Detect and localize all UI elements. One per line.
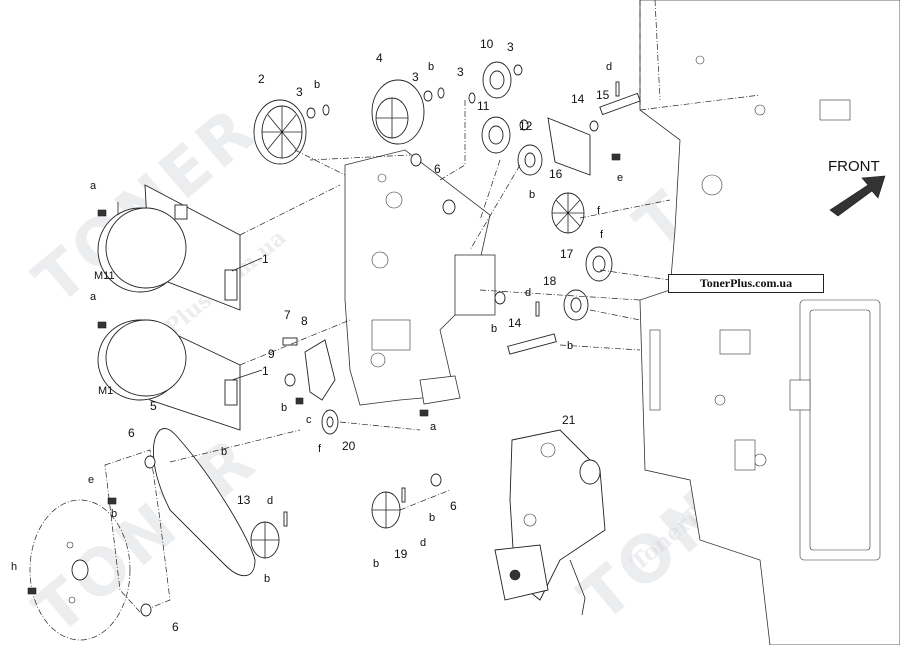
gear-10 (482, 61, 512, 99)
gear-20 (321, 409, 339, 435)
callout-11: 11 (477, 99, 490, 113)
callout-13: 13 (237, 493, 251, 507)
callout-3: 3 (457, 65, 464, 79)
belt-5 (152, 428, 256, 577)
center-frame (344, 149, 496, 406)
letter-e: e (88, 474, 94, 486)
letter-a: a (430, 421, 437, 433)
letter-b: b (491, 323, 497, 335)
callout-16: 16 (549, 167, 563, 181)
callout-14: 14 (571, 92, 585, 106)
letter-b: b (567, 340, 573, 352)
letter-d: d (606, 61, 612, 73)
gear-18 (563, 289, 589, 321)
callout-15: 15 (596, 88, 610, 102)
right-side-frame (639, 0, 900, 645)
letter-d: d (267, 495, 273, 507)
letter-a: a (90, 180, 97, 192)
callout-7: 7 (284, 308, 291, 322)
fastener-letter-labels: a a a b b b b b b b b b b b c d d d d e … (11, 61, 623, 585)
flywheel-disk (29, 499, 131, 641)
spring-7 (282, 337, 298, 346)
callout-3: 3 (296, 85, 303, 99)
callout-12: 12 (519, 119, 533, 133)
letter-f: f (597, 205, 601, 217)
letter-b: b (429, 512, 435, 524)
letter-e: e (617, 172, 623, 184)
callout-1: 1 (262, 364, 269, 378)
gear-4 (371, 79, 425, 145)
letter-h: h (11, 561, 17, 573)
gear-11 (481, 116, 511, 154)
callout-8: 8 (301, 314, 308, 328)
callout-10: 10 (480, 37, 494, 51)
letter-b: b (281, 402, 287, 414)
fasteners (27, 64, 621, 617)
gear-19 (371, 491, 401, 529)
bracket-14 (547, 117, 591, 176)
callout-2: 2 (258, 72, 265, 86)
motor-label-m1: M1 (98, 385, 113, 397)
callout-9: 9 (268, 347, 275, 361)
letter-d: d (525, 287, 531, 299)
callout-labels: 1 1 2 3 3 3 3 4 5 6 6 6 6 7 8 9 10 11 12… (94, 37, 610, 634)
gear-12 (517, 144, 543, 176)
callout-3: 3 (507, 40, 514, 54)
drive-assembly-21 (494, 429, 606, 616)
shaft-lower (507, 333, 557, 355)
front-arrow: FRONT (828, 158, 886, 217)
letter-c: c (306, 414, 312, 426)
letter-d: d (420, 537, 426, 549)
motor-label-m11: M11 (94, 270, 115, 282)
callout-4: 4 (376, 51, 383, 65)
letter-a: a (90, 291, 97, 303)
callout-6: 6 (128, 426, 135, 440)
front-label: FRONT (828, 158, 880, 175)
letter-b: b (314, 79, 320, 91)
gear-16 (551, 192, 585, 234)
motor-m11 (97, 184, 241, 311)
letter-b: b (529, 189, 535, 201)
callout-6: 6 (172, 620, 179, 634)
gear-2 (253, 99, 307, 165)
callout-19: 19 (394, 547, 408, 561)
letter-f: f (318, 443, 322, 455)
callout-20: 20 (342, 439, 356, 453)
belt-bracket (104, 449, 171, 613)
shaft-15 (599, 92, 641, 116)
callout-3: 3 (412, 70, 419, 84)
letter-b: b (221, 446, 227, 458)
gear-17 (585, 246, 613, 282)
letter-f: f (600, 229, 604, 241)
callout-6: 6 (434, 162, 441, 176)
callout-21: 21 (562, 413, 576, 427)
bracket-8 (304, 339, 336, 401)
callout-14: 14 (508, 316, 522, 330)
letter-b: b (264, 573, 270, 585)
arrow-icon (829, 175, 886, 217)
letter-b: b (111, 508, 117, 520)
callout-18: 18 (543, 274, 557, 288)
letter-b: b (428, 61, 434, 73)
leader-lines (117, 94, 761, 511)
callout-5: 5 (150, 399, 157, 413)
callout-6: 6 (450, 499, 457, 513)
watermark-badge: TonerPlus.com.ua (668, 274, 824, 293)
gear-13 (250, 521, 280, 559)
motor-m1 (97, 319, 241, 431)
letter-b: b (373, 558, 379, 570)
callout-17: 17 (560, 247, 574, 261)
callout-1: 1 (262, 252, 269, 266)
